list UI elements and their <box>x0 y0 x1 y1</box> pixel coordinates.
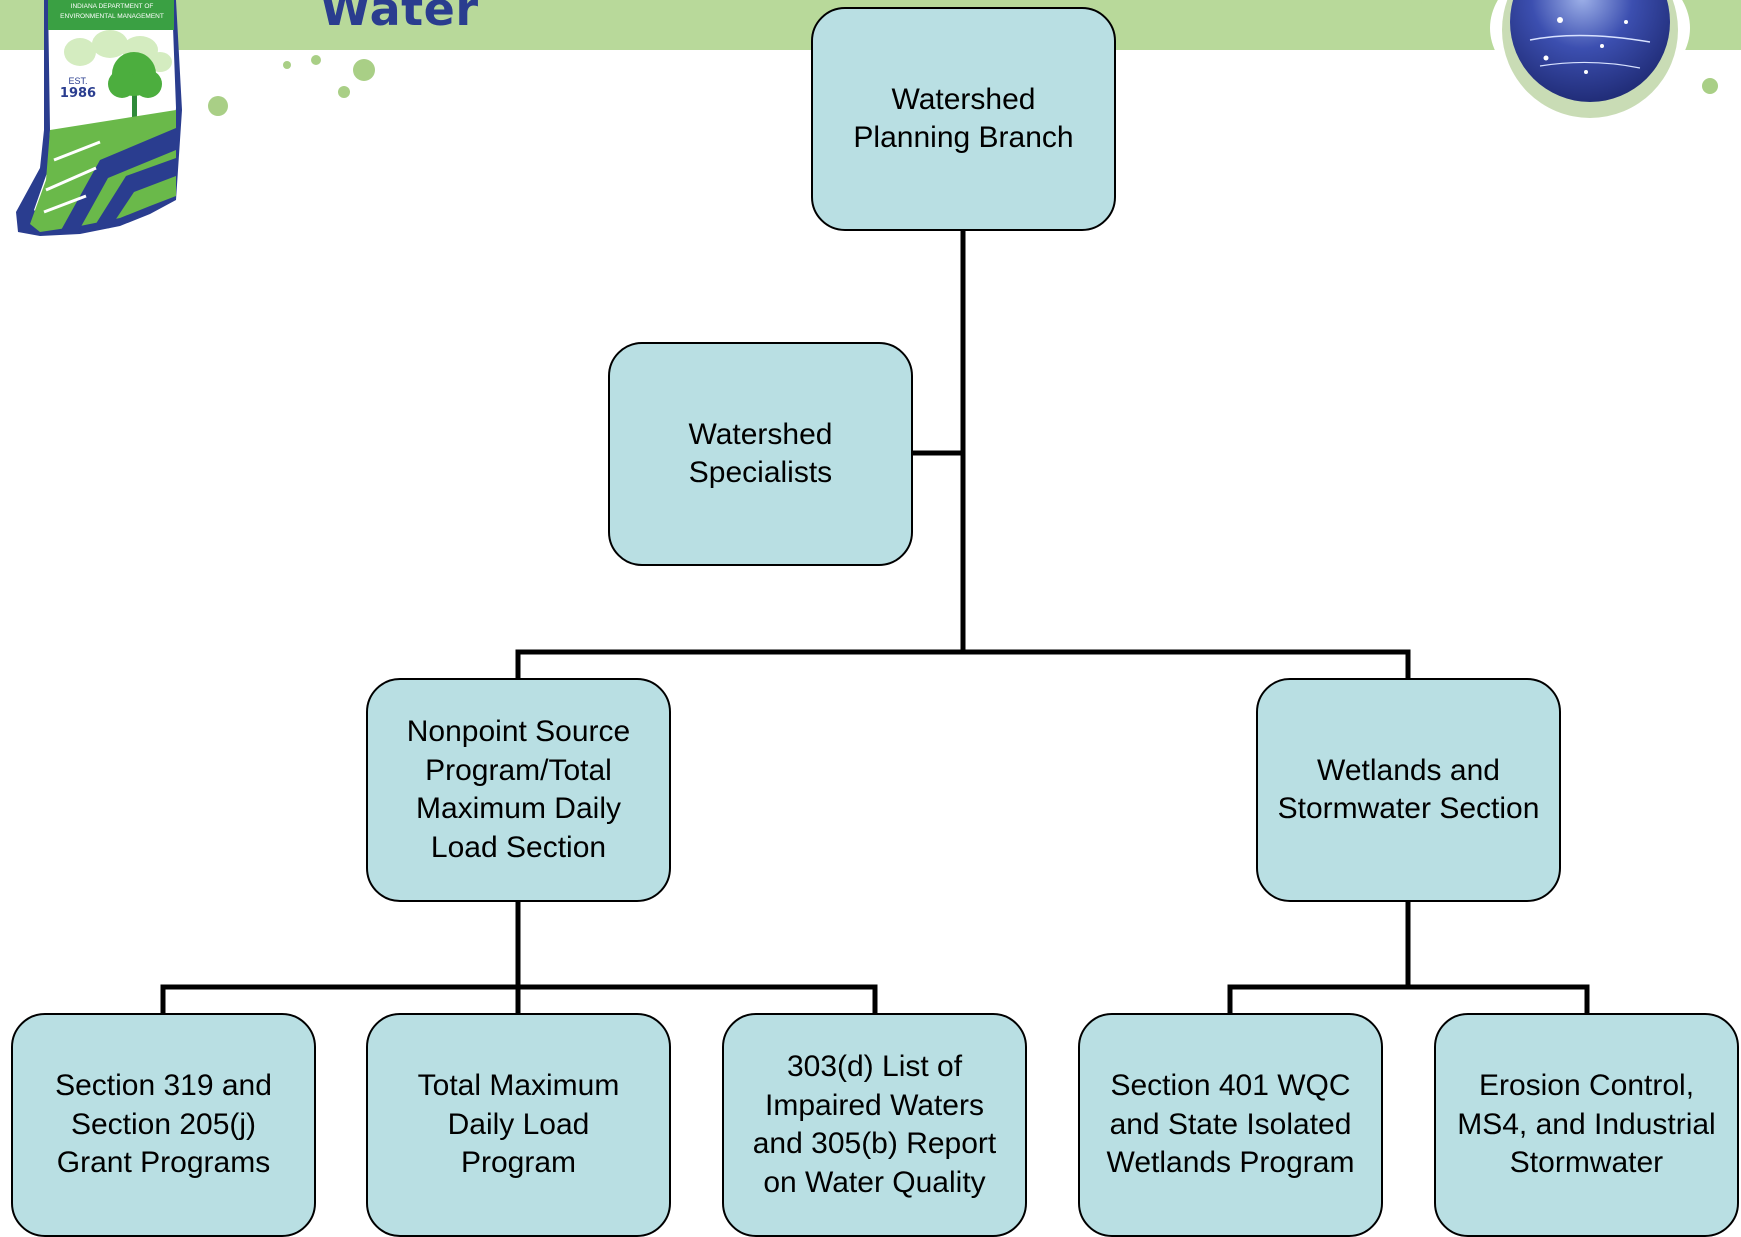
node-303d-305b-report: 303(d) List of Impaired Waters and 305(b… <box>722 1013 1027 1237</box>
page-title: Water <box>320 0 479 36</box>
node-label: Erosion Control, MS4, and Industrial Sto… <box>1457 1069 1716 1180</box>
node-label: Nonpoint Source Program/Total Maximum Da… <box>406 715 631 864</box>
node-label: Total Maximum Daily Load Program <box>417 1069 620 1180</box>
banner-dots <box>208 55 1718 116</box>
node-label: Section 319 and Section 205(j) Grant Pro… <box>55 1069 272 1180</box>
node-label: Watershed Specialists <box>688 417 833 490</box>
node-nonpoint-source-tmdl-section: Nonpoint Source Program/Total Maximum Da… <box>366 678 671 902</box>
logo-year-text: 1986 <box>59 86 97 101</box>
globe-icon <box>1490 0 1690 118</box>
node-label: 303(d) List of Impaired Waters and 305(b… <box>752 1050 997 1199</box>
node-wetlands-stormwater-section: Wetlands and Stormwater Section <box>1256 678 1561 902</box>
node-watershed-specialists: Watershed Specialists <box>608 342 913 566</box>
banner-bubbles <box>0 0 1480 44</box>
node-erosion-ms4-industrial-stormwater: Erosion Control, MS4, and Industrial Sto… <box>1434 1013 1739 1237</box>
node-tmdl-program: Total Maximum Daily Load Program <box>366 1013 671 1237</box>
node-label: Wetlands and Stormwater Section <box>1277 753 1540 826</box>
node-label: Section 401 WQC and State Isolated Wetla… <box>1106 1069 1355 1180</box>
idem-logo <box>16 0 182 236</box>
logo-est-text: EST. <box>68 76 88 86</box>
node-label: Watershed Planning Branch <box>853 82 1074 155</box>
node-watershed-planning-branch: Watershed Planning Branch <box>811 7 1116 231</box>
node-section-319-205j-grants: Section 319 and Section 205(j) Grant Pro… <box>11 1013 316 1237</box>
node-section-401-wqc-wetlands: Section 401 WQC and State Isolated Wetla… <box>1078 1013 1383 1237</box>
logo-department-text: INDIANA DEPARTMENT OF ENVIRONMENTAL MANA… <box>60 3 164 20</box>
